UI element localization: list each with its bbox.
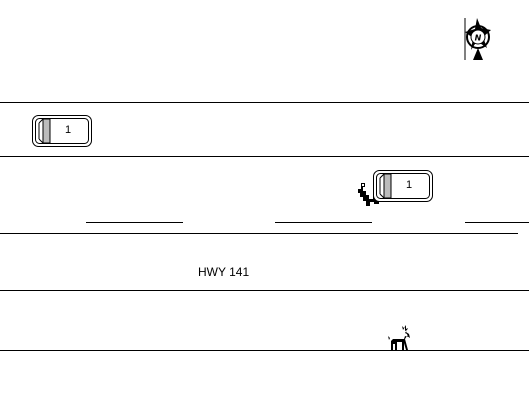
vehicle-1-final: 1 (373, 170, 433, 202)
road-label: HWY 141 (198, 265, 250, 279)
road-edge-south (0, 350, 529, 351)
road-centerline (0, 233, 518, 234)
lane-marker-dash (465, 222, 529, 223)
vehicle-number: 1 (64, 124, 72, 136)
svg-text:N: N (475, 34, 482, 43)
lane-line-2 (0, 290, 529, 291)
lane-line-1 (0, 156, 529, 157)
lane-marker-dash (86, 222, 183, 223)
vehicle-1: 1 (32, 115, 92, 147)
vehicle-number: 1 (405, 179, 413, 191)
lane-marker-dash (275, 222, 372, 223)
north-compass-icon: N (461, 16, 495, 62)
deer-icon (385, 324, 413, 352)
road-edge-north (0, 102, 529, 103)
unknown-object-icon (357, 181, 381, 207)
